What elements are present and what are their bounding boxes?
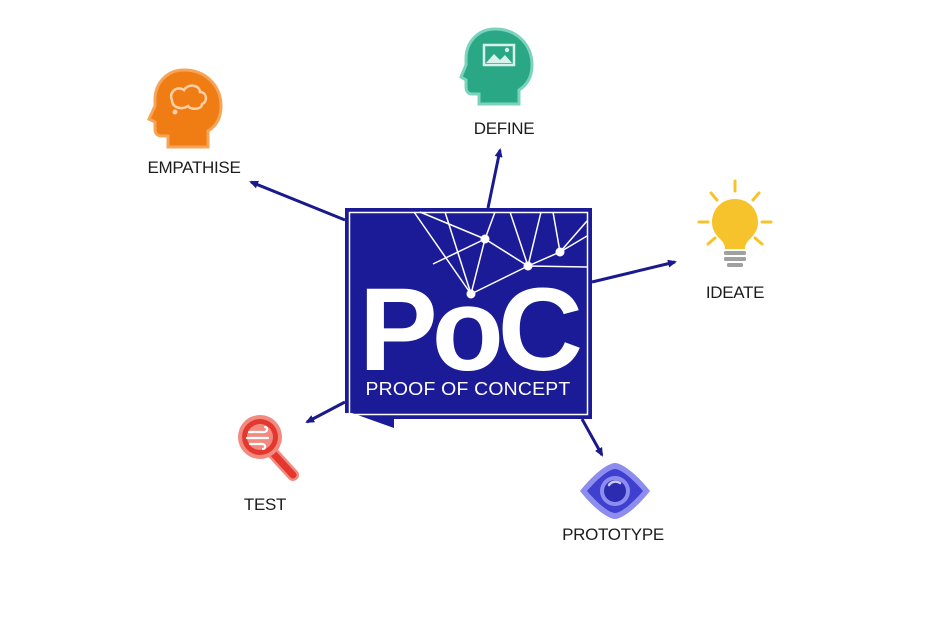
define-label: DEFINE: [474, 119, 535, 138]
arrow-to-prototype: [580, 418, 604, 457]
node-prototype: PROTOTYPE: [562, 463, 664, 544]
arrow-to-define: [486, 148, 503, 209]
poc-logo: PoC PROOF OF CONCEPT: [345, 208, 592, 428]
poc-subtitle: PROOF OF CONCEPT: [366, 378, 571, 399]
ideate-label: IDEATE: [706, 283, 764, 302]
arrow-to-empathise: [249, 180, 346, 222]
node-ideate: IDEATE: [697, 179, 773, 302]
head-image-icon: [459, 27, 534, 106]
network-nodes: [466, 234, 565, 299]
prototype-label: PROTOTYPE: [562, 525, 664, 544]
lightbulb-icon: [697, 179, 773, 267]
connector-arrows: [249, 148, 677, 457]
test-label: TEST: [244, 495, 286, 514]
arrow-to-ideate: [591, 259, 677, 284]
poc-box-border: [348, 211, 589, 416]
empathise-label: EMPATHISE: [147, 158, 240, 177]
head-thought-bubble-icon: [147, 68, 223, 149]
network-lines: [413, 211, 588, 295]
arrow-to-test: [305, 400, 346, 424]
magnifier-icon: [238, 415, 299, 481]
node-define: DEFINE: [459, 27, 535, 138]
node-test: TEST: [238, 415, 299, 514]
poc-logo-text: PoC: [359, 264, 580, 396]
node-empathise: EMPATHISE: [147, 68, 241, 177]
eye-icon: [580, 463, 650, 519]
